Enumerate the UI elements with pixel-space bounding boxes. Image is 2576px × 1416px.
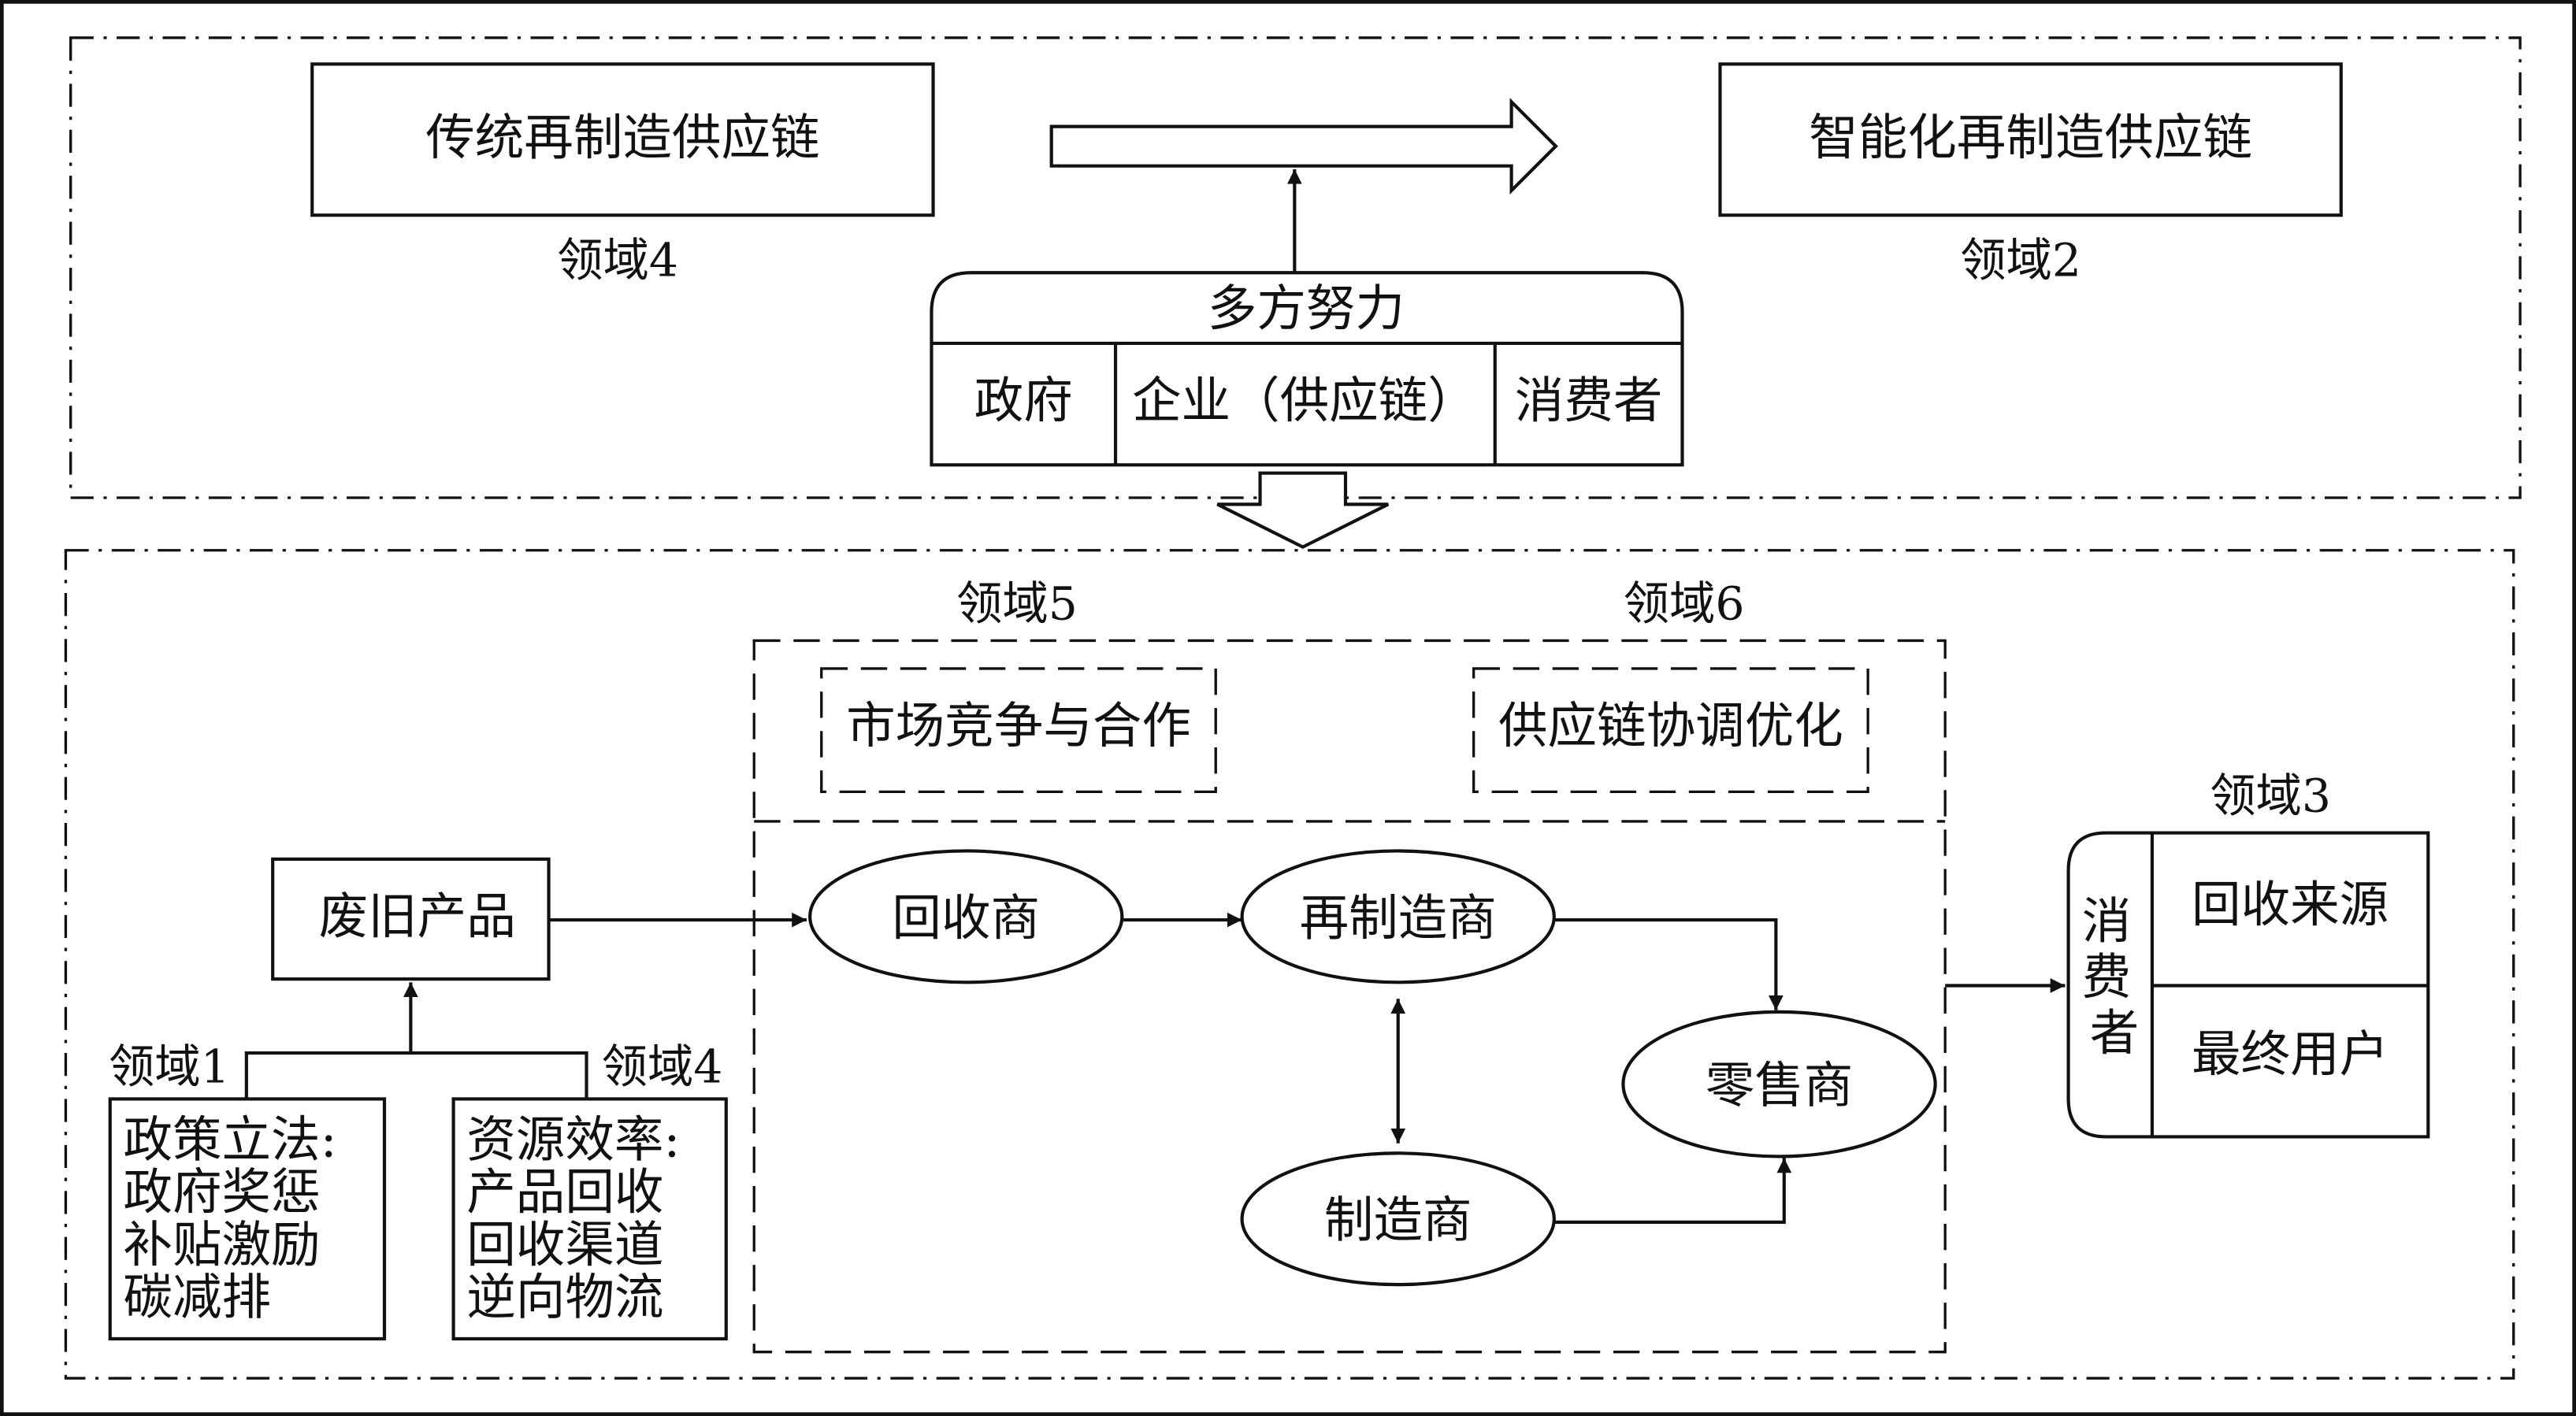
bottom-panel-border [64, 549, 2515, 1380]
domain-label-4-top: 领域4 [557, 233, 678, 287]
coordination-text: 供应链协调优化 [1498, 697, 1843, 754]
intelligent-supply-chain-box: 智能化再制造供应链 [1718, 62, 2343, 217]
policy-line: 政府奖惩 [123, 1163, 320, 1221]
recycler-text: 回收商 [892, 889, 1040, 947]
market-competition-box: 市场竞争与合作 [820, 667, 1217, 794]
intelligent-supply-chain-text: 智能化再制造供应链 [1809, 109, 2252, 166]
policy-line: 补贴激励 [123, 1216, 320, 1273]
efforts-cell-enterprise: 企业（供应链） [1132, 372, 1477, 429]
manufacturer-text: 制造商 [1324, 1192, 1472, 1249]
resource-line: 资源效率: [466, 1110, 680, 1168]
remanufacturer-node: 再制造商 [1240, 849, 1556, 984]
retailer-node: 零售商 [1621, 1010, 1937, 1158]
consumer-row-end-user: 最终用户 [2192, 1025, 2389, 1083]
waste-product-box: 废旧产品 [271, 857, 551, 981]
efforts-cell-consumer: 消费者 [1515, 372, 1663, 429]
consumer-box: 消 费 者 回收来源 最终用户 [2066, 831, 2430, 1139]
resource-box: 资源效率: 产品回收 回收渠道 逆向物流 [451, 1097, 728, 1341]
domain-label-3: 领域3 [2210, 769, 2331, 822]
manufacturer-node: 制造商 [1240, 1151, 1556, 1287]
consumer-title-char: 费 [2082, 948, 2132, 1006]
efforts-cell-government: 政府 [974, 372, 1073, 429]
domain-label-2: 领域2 [1960, 233, 2081, 287]
coordination-box: 供应链协调优化 [1472, 667, 1869, 794]
waste-product-text: 废旧产品 [319, 888, 516, 945]
manufacturer-to-retailer-arrow [1553, 1158, 1792, 1224]
resource-line: 回收渠道 [466, 1216, 663, 1273]
domain-label-4-bottom: 领域4 [602, 1040, 723, 1094]
transformation-arrow [1049, 98, 1558, 195]
domain-label-1: 领域1 [109, 1040, 230, 1094]
market-competition-text: 市场竞争与合作 [846, 697, 1191, 754]
remanufacturer-text: 再制造商 [1300, 889, 1497, 947]
policy-box: 政策立法: 政府奖惩 补贴激励 碳减排 [108, 1097, 387, 1341]
consumer-title-char: 消 [2082, 892, 2132, 950]
supply-chain-region-border [752, 639, 1947, 1354]
consumer-title: 消 费 者 [2082, 892, 2147, 1062]
down-block-arrow [1216, 471, 1390, 549]
policy-line: 碳减排 [123, 1269, 271, 1326]
consumer-title-char: 者 [2090, 1004, 2140, 1062]
efforts-title: 多方努力 [1208, 280, 1405, 337]
retailer-text: 零售商 [1706, 1057, 1854, 1114]
domain-label-5: 领域5 [956, 576, 1078, 630]
traditional-supply-chain-box: 传统再制造供应链 [310, 62, 935, 217]
policy-line: 政策立法: [123, 1110, 336, 1168]
remanufacturer-to-retailer-arrow [1553, 917, 1784, 1010]
traditional-supply-chain-text: 传统再制造供应链 [425, 109, 819, 166]
top-panel-border [69, 36, 2522, 499]
policy-resource-connector [244, 1051, 588, 1099]
resource-line: 逆向物流 [466, 1269, 663, 1326]
multi-party-efforts-box: 多方努力 政府 企业（供应链） 消费者 [930, 271, 1684, 467]
domain-label-6: 领域6 [1624, 576, 1745, 630]
recycler-node: 回收商 [808, 849, 1124, 984]
consumer-row-recycling-source: 回收来源 [2192, 876, 2389, 933]
resource-line: 产品回收 [466, 1163, 663, 1221]
